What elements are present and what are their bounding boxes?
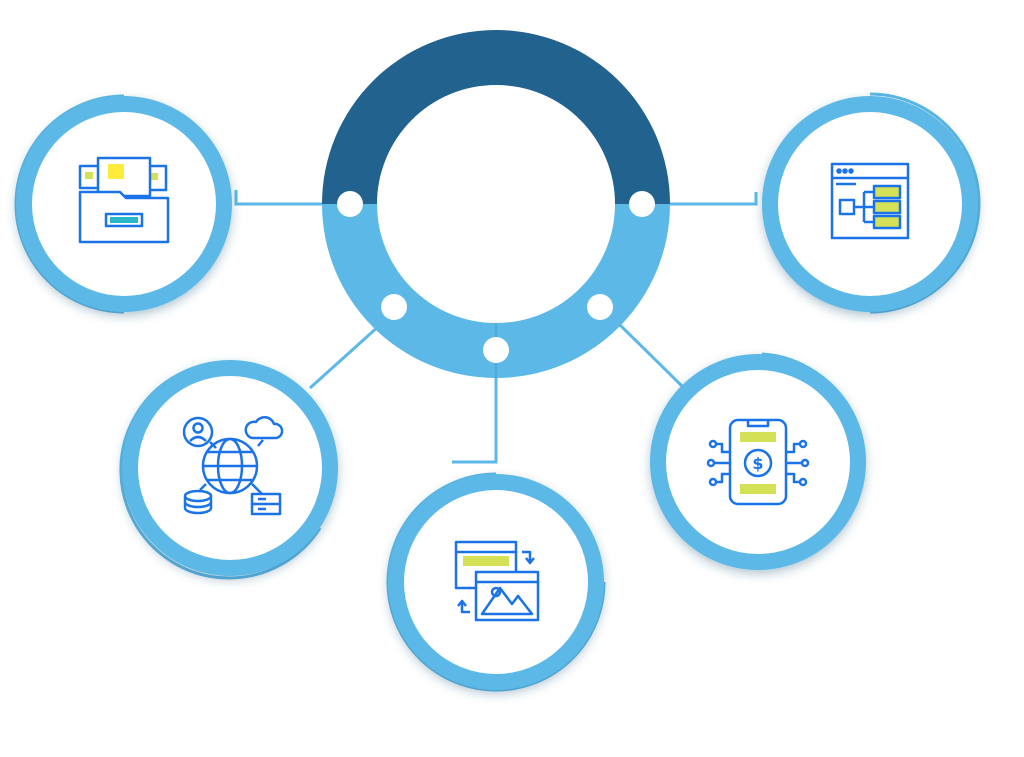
svg-text:$: $ xyxy=(752,454,763,473)
connector-top-left xyxy=(234,190,335,206)
hub-dot-lower-left xyxy=(381,294,407,320)
node-top-right xyxy=(762,92,981,314)
mobile-payment-icon: $ xyxy=(706,418,810,506)
connector-lines xyxy=(234,190,758,464)
hub-dot-lower-right xyxy=(587,294,613,320)
node-bottom-center xyxy=(386,472,606,692)
flowchart-window-icon xyxy=(830,162,910,240)
connector-top-right xyxy=(655,192,758,206)
node-ring xyxy=(650,354,866,570)
hub-ring-bottom-half xyxy=(322,204,670,378)
documents-folder-icon xyxy=(78,156,170,244)
hub-dot-bottom xyxy=(483,337,509,363)
hub-ring-top-half xyxy=(322,30,670,204)
hub-dot-right xyxy=(629,191,655,217)
hub-center xyxy=(378,86,614,322)
connector-mid-left xyxy=(308,323,382,390)
global-network-icon xyxy=(182,415,284,516)
connector-mid-right xyxy=(618,323,686,390)
node-ring xyxy=(122,360,338,576)
hub-dot-left xyxy=(337,191,363,217)
image-conversion-icon xyxy=(454,540,540,622)
node-orbit-arc xyxy=(869,92,981,314)
connector-bottom-center xyxy=(452,352,498,464)
node-mid-right: $ xyxy=(650,352,866,570)
node-mid-left xyxy=(119,360,338,580)
node-ring xyxy=(762,96,978,312)
node-top-left xyxy=(14,94,232,314)
hub-ring xyxy=(322,30,670,378)
